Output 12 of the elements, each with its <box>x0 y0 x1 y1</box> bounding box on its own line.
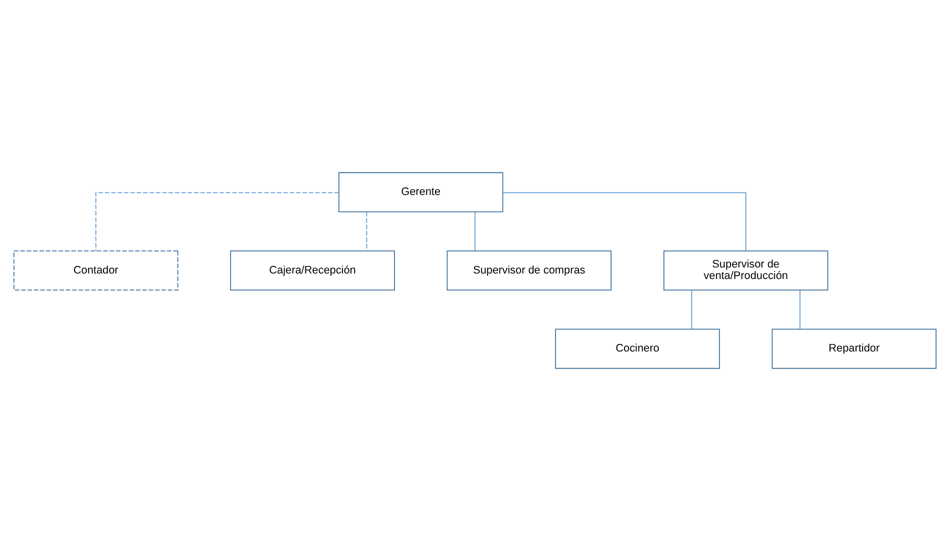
node-box: Gerente <box>338 172 504 212</box>
connector <box>366 211 368 251</box>
node-box: Repartidor <box>772 328 937 368</box>
node-box: Contador <box>13 250 178 290</box>
node-box: Cocinero <box>555 328 720 368</box>
connector <box>95 192 340 251</box>
node-box: Supervisor de compras <box>446 250 612 290</box>
node-box: Supervisor de venta/Producción <box>663 250 828 290</box>
connector <box>502 192 746 251</box>
connector <box>474 211 476 251</box>
node-box: Cajera/Recepción <box>230 250 395 290</box>
connector <box>691 289 692 329</box>
